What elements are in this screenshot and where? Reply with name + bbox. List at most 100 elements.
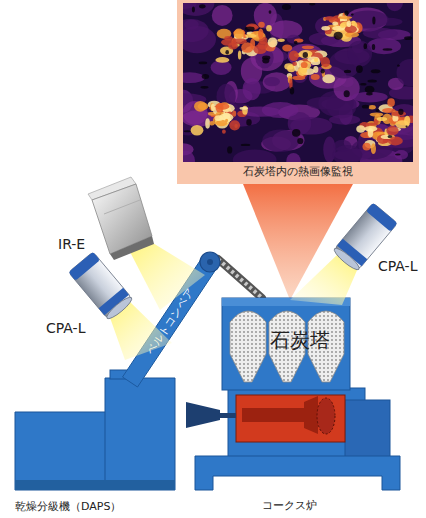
thermal-speck — [333, 145, 363, 162]
thermal-speck — [222, 129, 226, 133]
thermal-image — [183, 3, 413, 162]
thermal-speck — [364, 126, 377, 132]
thermal-speck — [238, 51, 241, 60]
thermal-speck — [351, 14, 354, 16]
camera-band — [337, 239, 367, 266]
thermal-speck — [344, 90, 350, 97]
thermal-speck — [232, 110, 236, 116]
thermal-speck — [183, 151, 195, 163]
thermal-speck — [227, 146, 232, 153]
oven-ram — [242, 408, 304, 422]
oven-chamber — [236, 395, 345, 442]
thermal-speck — [381, 135, 392, 139]
thermal-speck — [225, 50, 229, 54]
thermal-speck — [363, 143, 371, 151]
thermal-speck — [314, 58, 318, 62]
thermal-speck — [372, 44, 375, 50]
oven-rod — [220, 413, 236, 418]
thermal-speck — [224, 36, 232, 41]
thermal-speck — [292, 62, 297, 66]
oven-body — [228, 388, 365, 464]
thermal-speck — [263, 72, 291, 91]
thermal-speck — [340, 23, 345, 28]
thermal-speck — [367, 79, 377, 82]
thermal-speck — [387, 3, 403, 11]
thermal-speck — [307, 97, 345, 110]
thermal-speck — [241, 144, 251, 146]
thermal-speck — [192, 7, 195, 13]
coke-oven-shape — [180, 386, 405, 501]
thermal-speck — [210, 121, 215, 126]
thermal-speck — [215, 103, 229, 110]
thermal-speck — [282, 4, 291, 10]
thermal-speck — [309, 3, 315, 5]
dryer-base — [15, 480, 175, 490]
thermal-speck — [383, 48, 393, 50]
thermal-speck — [184, 130, 191, 132]
thermal-speck — [371, 143, 376, 154]
thermal-speck — [183, 72, 205, 83]
callout-wedge — [243, 184, 353, 300]
camera-lens — [332, 246, 362, 273]
thermal-speck — [397, 64, 400, 66]
thermal-speck — [246, 119, 251, 126]
thermal-speck — [302, 45, 314, 49]
conveyor-chain — [218, 259, 262, 298]
thermal-speck — [344, 70, 351, 73]
thermal-speck — [344, 11, 348, 16]
thermal-speck — [202, 74, 209, 79]
oven-base — [195, 456, 400, 490]
camera-lens-face — [110, 236, 154, 260]
thermal-speck — [199, 62, 208, 65]
oven-nozzle — [186, 402, 220, 428]
thermal-speck — [301, 62, 308, 68]
camera-top — [88, 177, 136, 200]
ir-camera — [88, 177, 154, 260]
dryer-machine-shape — [10, 360, 185, 500]
thermal-speck — [376, 109, 379, 112]
thermal-speck — [212, 5, 233, 26]
thermal-speck — [356, 65, 363, 73]
thermal-speck — [364, 43, 368, 49]
thermal-speck — [198, 103, 209, 110]
panel-caption: 石炭塔内の熱画像監視 — [177, 165, 419, 178]
thermal-speck — [240, 107, 249, 110]
thermal-speck — [404, 36, 412, 40]
thermal-speck — [258, 29, 263, 40]
thermal-speck — [321, 69, 325, 74]
belt-conveyor: ベルトコンベア — [110, 245, 230, 395]
thermal-speck — [372, 16, 375, 24]
tower-roof — [222, 298, 350, 306]
thermal-speck — [363, 28, 398, 39]
thermal-speck — [199, 4, 206, 8]
thermal-speck — [406, 126, 408, 128]
thermal-panel-shape — [177, 0, 419, 184]
thermal-speck — [329, 115, 360, 125]
thermal-speck — [243, 78, 261, 100]
thermal-speck — [233, 149, 277, 162]
thermal-speck — [211, 104, 215, 111]
thermal-speck — [229, 120, 240, 130]
thermal-speck — [183, 3, 214, 16]
thermal-speck — [324, 16, 335, 20]
thermal-speck — [303, 52, 308, 58]
thermal-speck — [262, 58, 269, 64]
camera-detail — [104, 200, 140, 214]
dryer-body — [15, 378, 175, 490]
thermal-speck — [297, 138, 303, 144]
coal-tower: 石炭塔 — [222, 298, 350, 390]
camera-lens — [104, 295, 134, 322]
camera-label: CPA-L — [46, 320, 85, 337]
thermal-speck — [294, 41, 298, 44]
thermal-speck — [377, 117, 388, 121]
thermal-speck — [383, 139, 389, 143]
thermal-speck — [370, 113, 384, 117]
thermal-speck — [245, 26, 255, 31]
thermal-speck — [258, 22, 265, 28]
camera-body — [68, 252, 131, 319]
thermal-speck — [371, 69, 380, 73]
chain-links — [218, 259, 262, 298]
camera-band — [99, 288, 129, 315]
thermal-speck — [347, 21, 352, 27]
thermal-speck — [215, 57, 229, 63]
